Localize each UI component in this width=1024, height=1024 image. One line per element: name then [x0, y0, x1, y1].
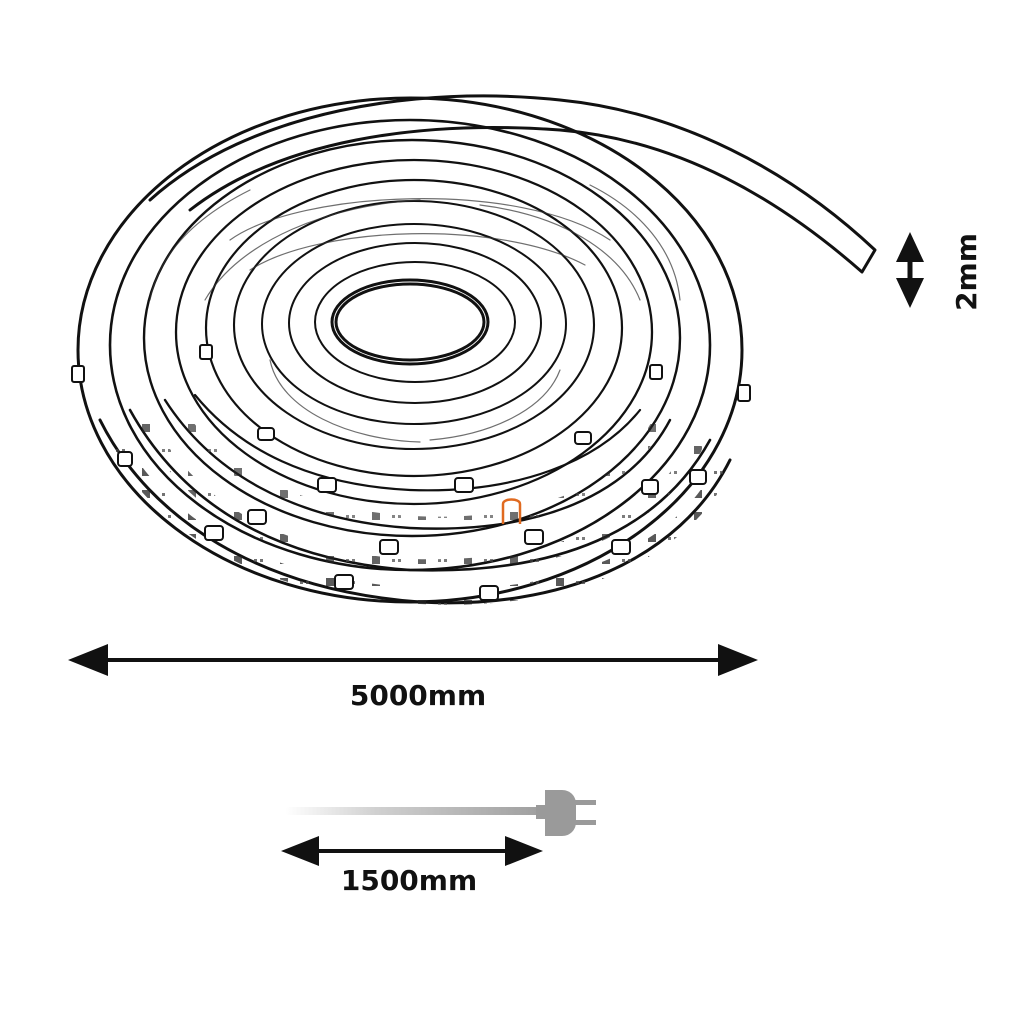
led-band-1	[107, 432, 730, 605]
cable-label: 1500mm	[341, 864, 477, 897]
coil-ring-5	[204, 178, 624, 478]
thickness-dimension: 2mm	[896, 232, 983, 311]
length-arrow-right	[718, 644, 758, 676]
led-strip-coil	[71, 94, 877, 605]
coil-ring-3	[142, 138, 682, 538]
thickness-arrow-up	[896, 232, 924, 262]
cable-line	[285, 807, 547, 815]
strip-tail	[148, 94, 877, 274]
length-arrow-left	[68, 644, 108, 676]
strip-face-3	[163, 398, 672, 530]
coil-ring-inner	[330, 278, 490, 366]
led-band-3	[174, 409, 661, 529]
coil-hole	[334, 282, 486, 362]
length-label: 5000mm	[350, 679, 486, 712]
cable-arrow-left	[281, 836, 319, 866]
coil-ring-9	[314, 261, 516, 383]
coil-ring-4	[174, 158, 654, 506]
bracket-marker	[501, 498, 522, 524]
cable-arrow-right	[505, 836, 543, 866]
led-band-2	[141, 421, 702, 574]
length-dimension: 5000mm	[68, 644, 758, 712]
coil-ring-7	[261, 223, 567, 425]
strip-face-4	[193, 393, 642, 492]
power-plug-icon	[536, 790, 596, 836]
coil-ring-8	[288, 242, 542, 404]
coil-ring-6	[232, 199, 596, 451]
thickness-arrow-down	[896, 278, 924, 308]
thickness-label: 2mm	[950, 233, 983, 311]
cable-dimension: 1500mm	[281, 836, 543, 897]
power-cable	[285, 790, 596, 836]
